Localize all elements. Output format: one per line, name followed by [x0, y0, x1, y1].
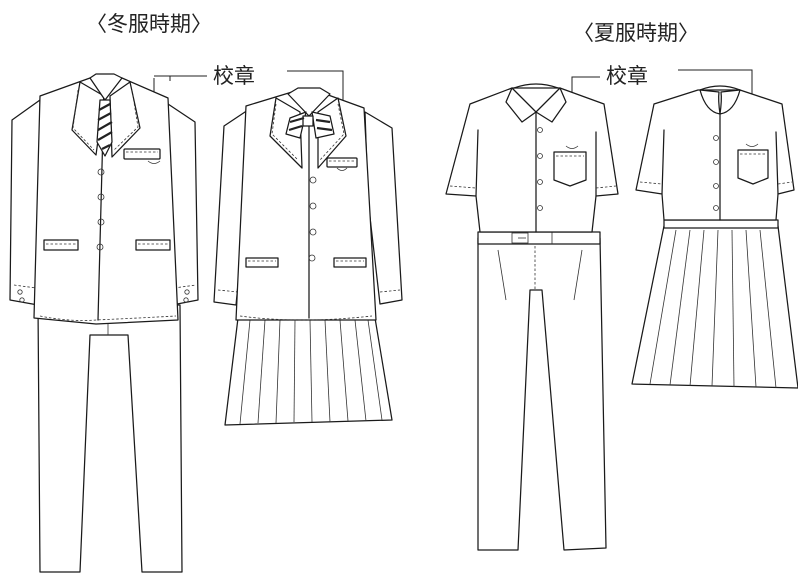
winter-girl-figure	[213, 87, 403, 426]
winter-boy-figure	[9, 73, 199, 573]
winter-heading: 〈冬服時期〉	[86, 12, 212, 36]
summer-boy-belt	[477, 231, 601, 245]
winter-girl-badge-icon	[336, 167, 348, 171]
winter-boy-badge-icon	[147, 160, 161, 164]
badge-label-summer: 校章	[606, 64, 648, 88]
winter-girl-skirt	[224, 317, 393, 426]
winter-boy-trousers	[37, 304, 183, 573]
badge-label-winter: 校章	[213, 64, 255, 88]
summer-boy-badge-icon	[565, 145, 579, 149]
summer-boy-trousers	[477, 237, 607, 551]
summer-girl-badge-icon	[745, 143, 759, 147]
summer-girl-figure	[631, 85, 798, 389]
summer-boy-figure	[445, 83, 619, 551]
summer-boy-pocket	[553, 151, 587, 187]
summer-heading: 〈夏服時期〉	[573, 21, 699, 45]
summer-girl-pocket	[737, 149, 769, 185]
